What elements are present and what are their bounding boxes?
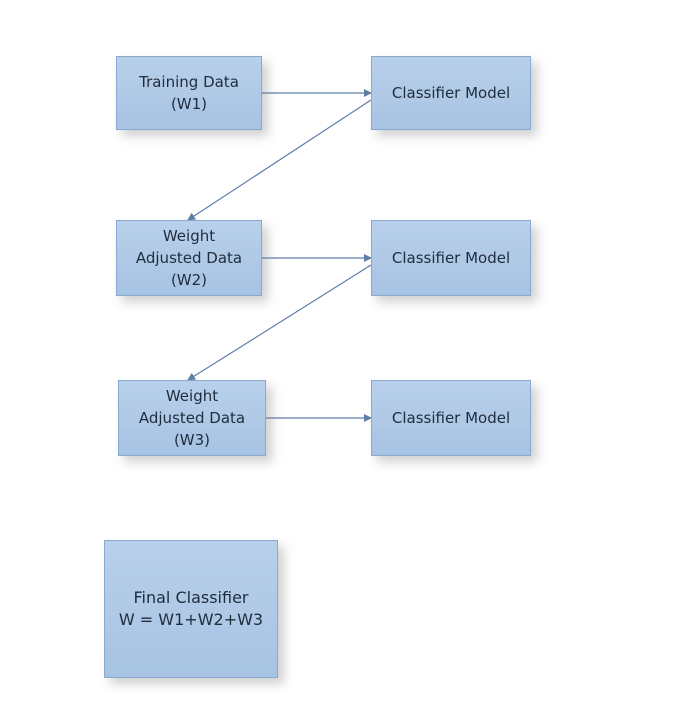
classifier-model-label-2: Classifier Model: [391, 249, 511, 267]
training-data-weight: (W1): [170, 95, 208, 113]
final-classifier-formula: W = W1+W2+W3: [118, 610, 264, 629]
arrow-classifier-2-to-weighted-3: [187, 264, 372, 381]
training-data-label: Training Data: [139, 73, 239, 91]
weight-adjusted-line1-w3: Weight: [165, 387, 219, 405]
classifier-model-box-1: Classifier Model: [371, 56, 531, 130]
classifier-model-box-2: Classifier Model: [371, 220, 531, 296]
training-data-box: Training Data (W1): [116, 56, 262, 130]
weight-adjusted-line3-w2: (W2): [170, 271, 208, 289]
weight-adjusted-line3-w3: (W3): [173, 431, 211, 449]
classifier-model-box-3: Classifier Model: [371, 380, 531, 456]
classifier-model-label-1: Classifier Model: [391, 84, 511, 102]
weight-adjusted-line1-w2: Weight: [162, 227, 216, 245]
weight-adjusted-data-box-w2: Weight Adjusted Data (W2): [116, 220, 262, 296]
classifier-model-label-3: Classifier Model: [391, 409, 511, 427]
weight-adjusted-line2-w2: Adjusted Data: [135, 249, 243, 267]
arrow-classifier-1-to-weighted-2: [187, 99, 372, 221]
final-classifier-box: Final Classifier W = W1+W2+W3: [104, 540, 278, 678]
weight-adjusted-line2-w3: Adjusted Data: [138, 409, 246, 427]
weight-adjusted-data-box-w3: Weight Adjusted Data (W3): [118, 380, 266, 456]
final-classifier-title: Final Classifier: [133, 588, 249, 607]
